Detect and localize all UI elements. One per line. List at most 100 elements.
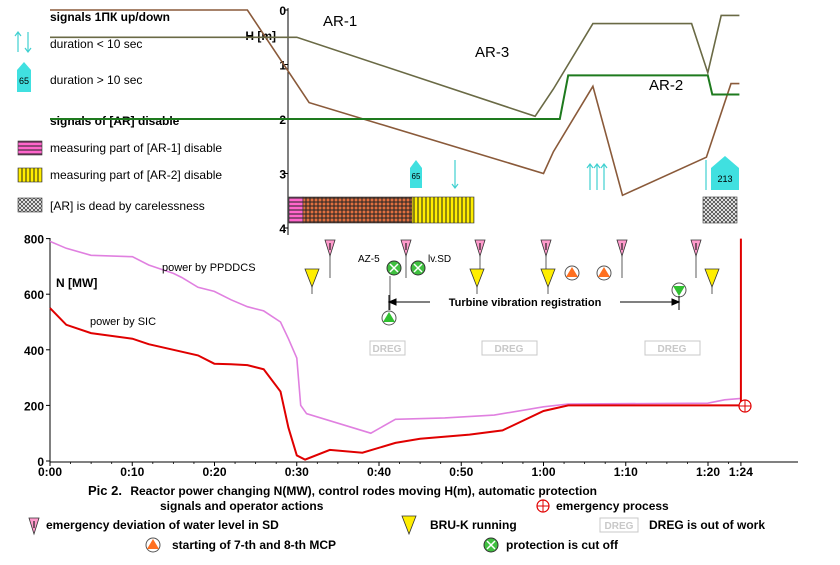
az5-cutoff-icon	[386, 260, 402, 276]
bruk-legend-label: BRU-K running	[430, 518, 517, 532]
dreg-box-1: DREG	[369, 340, 406, 356]
turbine-vibration-span	[387, 295, 681, 310]
time-tick-label: 0:50	[449, 465, 473, 479]
lvsd-cutoff-icon	[410, 260, 426, 276]
emergency-process-marker	[738, 399, 752, 413]
ar-disable-title: signals of [AR] disable	[50, 114, 180, 128]
emergency-process-legend-label: emergency process	[556, 499, 669, 513]
signal-65-number: 65	[412, 172, 421, 181]
h-axis-label: H [m]	[245, 29, 276, 43]
short-signal-label: duration < 10 sec	[50, 37, 142, 51]
ar2-disable-label: measuring part of [AR-2] disable	[50, 168, 222, 182]
dreg-legend-word: DREG	[605, 521, 634, 532]
dreg-box-1-label: DREG	[373, 344, 402, 355]
figure-caption: Pic 2. Reactor power changing N(MW), con…	[88, 483, 597, 513]
ar1-disable-label: measuring part of [AR-1] disable	[50, 141, 222, 155]
ar2-disable-bar	[411, 196, 475, 224]
n-tick-label: 400	[24, 344, 44, 358]
dreg-legend-icon: DREG	[599, 517, 639, 533]
series-line-ar-3	[50, 14, 740, 118]
long-signal-213-icon: 213	[705, 156, 739, 190]
long-signal-label: duration > 10 sec	[50, 73, 142, 87]
h-tick-label: 1	[279, 59, 286, 73]
bruk-marker-icon	[304, 268, 320, 289]
down-signal-arrow-icon	[451, 160, 459, 189]
ar-dead-label: [AR] is dead by carelessness	[50, 199, 205, 213]
bottom-legend: emergency process emergency deviation of…	[28, 499, 765, 553]
time-tick-label: 1:00	[531, 465, 555, 479]
emergency-process-legend-icon	[536, 499, 550, 513]
az5-label: AZ-5	[358, 254, 380, 265]
long-signal-65-icon: 65	[410, 160, 422, 188]
caption-prefix: Pic 2.	[88, 483, 122, 498]
time-tick-label: 1:24	[729, 465, 753, 479]
sic-curve-label: power by SIC	[90, 316, 156, 328]
triple-up-signal-arrows-icon	[586, 163, 608, 190]
ar2-curve-label: AR-2	[649, 77, 683, 94]
dreg-box-2-label: DREG	[495, 344, 524, 355]
n-tick-label: 200	[24, 399, 44, 413]
time-tick-label: 0:30	[285, 465, 309, 479]
h-tick-label: 0	[279, 4, 286, 18]
series-line-ar-1	[50, 9, 740, 197]
time-tick-label: 0:10	[120, 465, 144, 479]
power-chart: N [MW] 0 200 400 600 800 0:00 0:10 0:20 0:30 0:4…	[24, 233, 798, 479]
turbine-vibration-label: Turbine vibration registration	[449, 297, 602, 309]
mcp-legend-icon	[145, 537, 161, 553]
caption-line-1: Pic 2. Reactor power changing N(MW), con…	[88, 483, 597, 498]
bruk-legend-icon	[401, 515, 417, 536]
dreg-legend-label: DREG is out of work	[649, 518, 765, 532]
bruk-marker-icon	[469, 268, 485, 289]
ar1-curve-label: AR-1	[323, 13, 357, 30]
series-line-ar-2	[50, 74, 740, 120]
h-tick-label: 4	[279, 222, 286, 236]
dreg-box-2: DREG	[481, 340, 538, 356]
mcp-start-marker-1	[564, 265, 580, 281]
ppddcs-curve-label: power by PPDDCS	[162, 262, 256, 274]
ar1-ar2-disable-bar	[302, 196, 413, 224]
ar-dead-bar	[702, 196, 738, 224]
deviation-legend-label: emergency deviation of water level in SD	[46, 518, 279, 532]
deviation-markers	[324, 239, 702, 278]
mcp-legend-label: starting of 7-th and 8-th MCP	[172, 538, 336, 552]
n-tick-label: 0	[37, 455, 44, 469]
turbine-start-marker	[381, 310, 397, 326]
signal-213-number: 213	[717, 174, 732, 184]
series-line-power-by-sic	[49, 238, 742, 461]
dreg-box-3-label: DREG	[658, 344, 687, 355]
ar3-curve-label: AR-3	[475, 44, 509, 61]
caption-line-2: signals and operator actions	[160, 499, 324, 513]
bruk-markers	[304, 268, 720, 294]
deviation-legend-icon	[28, 517, 40, 536]
signals-legend: signals 1ПК up/down duration < 10 sec 65…	[14, 10, 222, 213]
long-signal-arrow-icon: 65	[17, 62, 31, 92]
h-tick-label: 3	[279, 168, 286, 182]
bruk-marker-icon	[540, 268, 556, 289]
n-tick-label: 600	[24, 288, 44, 302]
n-tick-label: 800	[24, 233, 44, 247]
mcp-start-marker-2	[596, 265, 612, 281]
dreg-box-3: DREG	[644, 340, 701, 356]
ar2-disable-swatch	[17, 167, 43, 183]
time-tick-label: 0:40	[367, 465, 391, 479]
cutoff-legend-icon	[483, 537, 499, 553]
time-tick-label: 1:20	[696, 465, 720, 479]
short-signal-arrows-icon	[14, 31, 32, 53]
lvsd-label: lv.SD	[428, 254, 451, 265]
turbine-end-marker	[671, 282, 687, 298]
caption-text-1: Reactor power changing N(MW), control ro…	[130, 484, 597, 498]
bruk-marker-icon	[704, 268, 720, 289]
long-signal-arrow-number: 65	[19, 76, 29, 86]
time-tick-label: 1:10	[614, 465, 638, 479]
time-tick-label: 0:20	[202, 465, 226, 479]
signals-title: signals 1ПК up/down	[50, 10, 170, 24]
ar1-disable-swatch	[17, 140, 43, 156]
series-line-power-by-ppddcs	[49, 240, 741, 435]
time-tick-label: 0:00	[38, 465, 62, 479]
cutoff-legend-label: protection is cut off	[506, 538, 619, 552]
n-axis-label: N [MW]	[56, 276, 97, 290]
ar1-disable-bar	[288, 196, 304, 224]
ar-dead-swatch	[17, 197, 43, 213]
